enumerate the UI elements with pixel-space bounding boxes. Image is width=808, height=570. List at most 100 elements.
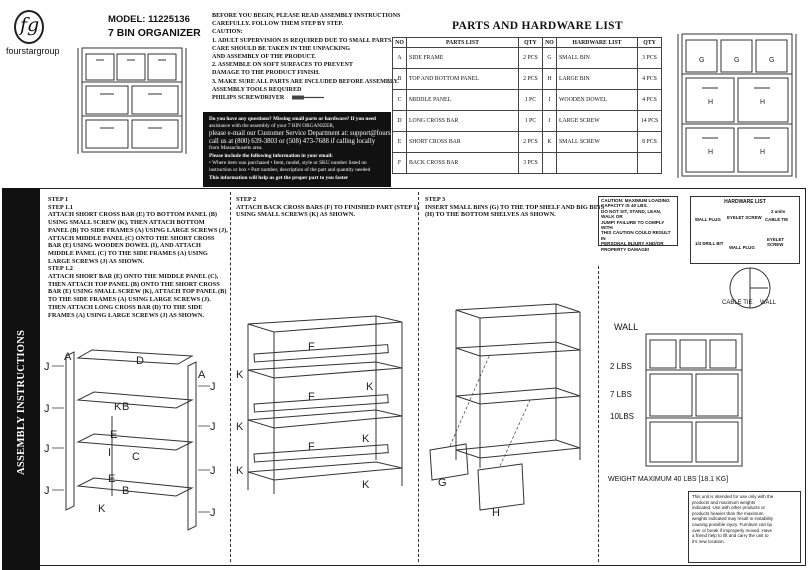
parts-table-cell-hw: LARGE SCREW [555,110,639,132]
column-header: NO [392,37,407,48]
hardware-kit-item: EYELET SCREW [767,237,785,247]
step-1-line: THEN ATTACH LONG CROSS BAR (D) TO THE SI… [48,303,203,311]
parts-table-cell-hw-no: K [541,131,557,153]
label-a: A [198,369,206,381]
step-3-line: (H) TO THE BOTTOM SHELVES AS SHOWN. [425,211,556,219]
step-1-line: STEP 1.1 [48,203,73,211]
parts-table-cell-qty: 1 PC [517,89,543,111]
note-line: causing possible injury. Furniture can t… [692,521,772,527]
support-line: • Where item was purchased • Item, model… [209,160,367,167]
usage-note: This unit is intended for use only with … [688,491,801,563]
step-1-line: THEN ATTACH TOP PANEL (B) ONTO THE SHORT… [48,280,220,288]
note-line: it's new location. [692,538,725,544]
note-line: products heavier than the maximum [692,510,764,516]
label-j: J [44,443,50,455]
step-1-diagram: A A D K B E C I E B K J J J J J J J J [44,349,216,531]
wall-anchor-diagram [729,267,771,309]
instruction-line: 3. MAKE SURE ALL PARTS ARE INCLUDED BEFO… [212,78,399,85]
label-e: E [110,429,117,441]
caution-heading: CAUTION: MAXIMUM LOADING CAPACITY IS 40 … [601,198,670,209]
step-1-line: ATTACH SHORT BAR (E) ONTO THE MIDDLE PAN… [48,273,219,281]
label-h: H [492,507,500,519]
instruction-line: DAMAGE TO THE PRODUCT FINISH. [212,70,320,77]
parts-table-cell-qty: 2 PCS [517,68,543,90]
weight-maximum: WEIGHT MAXIMUM 40 LBS [18.1 KG] [608,476,729,483]
parts-table-cell-part: LONG CROSS BAR [406,110,519,132]
step-3-line: INSERT SMALL BINS (G) TO THE TOP SHELF A… [425,203,605,211]
screwdriver-icon [292,95,324,100]
hardware-kit-item: 1/4 DRILL BIT [695,241,724,246]
parts-table-cell-hw-qty: 4 PCS [637,68,662,90]
step-1-line: ATTACH MIDDLE PANEL (C) ONTO THE SHORT C… [48,234,215,242]
label-k: K [366,381,374,393]
support-line: Do you have any questions? Missing small… [209,116,376,122]
note-line: indicated. Use with other products or [692,505,766,511]
step-2-text: STEP 2 ATTACH BACK CROSS BARS (F) TO FIN… [236,196,419,219]
label-h: H [708,99,713,106]
caution-line: PERSONAL INJURY AND/OR [601,241,664,247]
support-line: This information will help us get the pr… [209,174,349,181]
label-g: G [769,57,774,64]
support-line: please e-mail our Customer Service Depar… [209,130,421,138]
label-j: J [44,361,50,373]
step-3-diagram: G H [429,303,581,519]
hardware-kit-title: HARDWARE LIST [724,199,766,205]
hardware-kit-item: EYELET SCREW [727,215,762,220]
step-divider [230,192,231,562]
label-b: B [122,485,129,497]
step-3-text: STEP 3 INSERT SMALL BINS (G) TO THE TOP … [425,196,604,219]
parts-table-cell-part: SHORT CROSS BAR [406,131,519,153]
step-1-line: STEP 1.2 [48,265,73,273]
parts-table-cell-hw [555,152,639,174]
instruction-line: PHILIPS SCREWDRIVER [212,95,285,102]
instruction-line: CAUTION: [212,29,243,36]
parts-table-cell-hw-no: I [541,89,557,111]
label-k: K [236,421,244,433]
label-k: K [236,465,244,477]
parts-table-header: NO PARTS LIST QTY NO HARDWARE LIST QTY [392,37,662,48]
parts-table-cell-qty: 2 PCS [517,131,543,153]
step-2-line: STEP 2 [236,196,257,203]
assembly-instructions-label: ASSEMBLY INSTRUCTIONS [16,329,27,475]
hardware-kit-item: WALL PLUG [695,217,721,222]
instruction-line: 2. ASSEMBLE ON SOFT SURFACES TO PREVENT [212,62,353,69]
product-illustration-top [77,47,187,154]
pre-assembly-instructions: BEFORE YOU BEGIN, PLEASE READ ASSEMBLY I… [212,12,401,102]
parts-table-cell-qty: 2 PCS [517,47,543,69]
label-c: C [132,451,140,463]
parts-list-title: PARTS AND HARDWARE LIST [452,20,623,32]
parts-table-cell-no: C [392,89,407,111]
note-line: over or break if improperly moved. Have [692,527,773,533]
parts-table-cell-hw-qty: 3 PCS [637,47,662,69]
support-line: call us at (800) 639-3803 or (508) 473-7… [209,137,376,145]
hardware-kit-item: WALL PLUG [729,245,755,250]
model-number: MODEL: 11225136 [108,14,190,25]
step-1-line: FRAMES (A) USING LARGE SCREWS (J) AS SHO… [48,311,205,319]
label-f: F [308,341,315,353]
caution-line: THIS CAUTION COULD RESULT IN [601,230,671,241]
instruction-line: CARE SHOULD BE TAKEN IN THE UNPACKING [212,45,351,52]
label-j: J [44,485,50,497]
parts-table-cell-part: MIDDLE PANEL [406,89,519,111]
label-h: H [760,99,765,106]
step-3-line: STEP 3 [425,196,446,203]
parts-table-cell-hw: WOODEN DOWEL [555,89,639,111]
brand-logo: fg [14,10,44,44]
column-header: PARTS LIST [406,37,519,48]
wall-title: WALL [614,322,639,332]
label-j: J [210,421,216,433]
parts-table-cell-no: A [392,47,407,69]
parts-table-cell-hw-no [541,152,557,174]
label-g: G [438,477,447,489]
label-f: F [308,391,315,403]
column-header: QTY [637,37,662,48]
instruction-line: BEFORE YOU BEGIN, PLEASE READ ASSEMBLY I… [212,13,401,19]
caution-line: DO NOT SIT, STAND, LEAN, WALK OR [601,208,662,220]
step-1-line: LARGE SCREWS (J) AS SHOWN. [48,257,145,265]
column-header: HARDWARE LIST [555,37,639,48]
parts-table-cell-hw: SMALL SCREW [555,131,639,153]
instruction-line: CAREFULLY. FOLLOW THEM STEP BY STEP. [212,21,344,28]
loaded-unit-diagram [645,333,743,467]
parts-table-cell-hw: LARGE BIN [555,68,639,90]
